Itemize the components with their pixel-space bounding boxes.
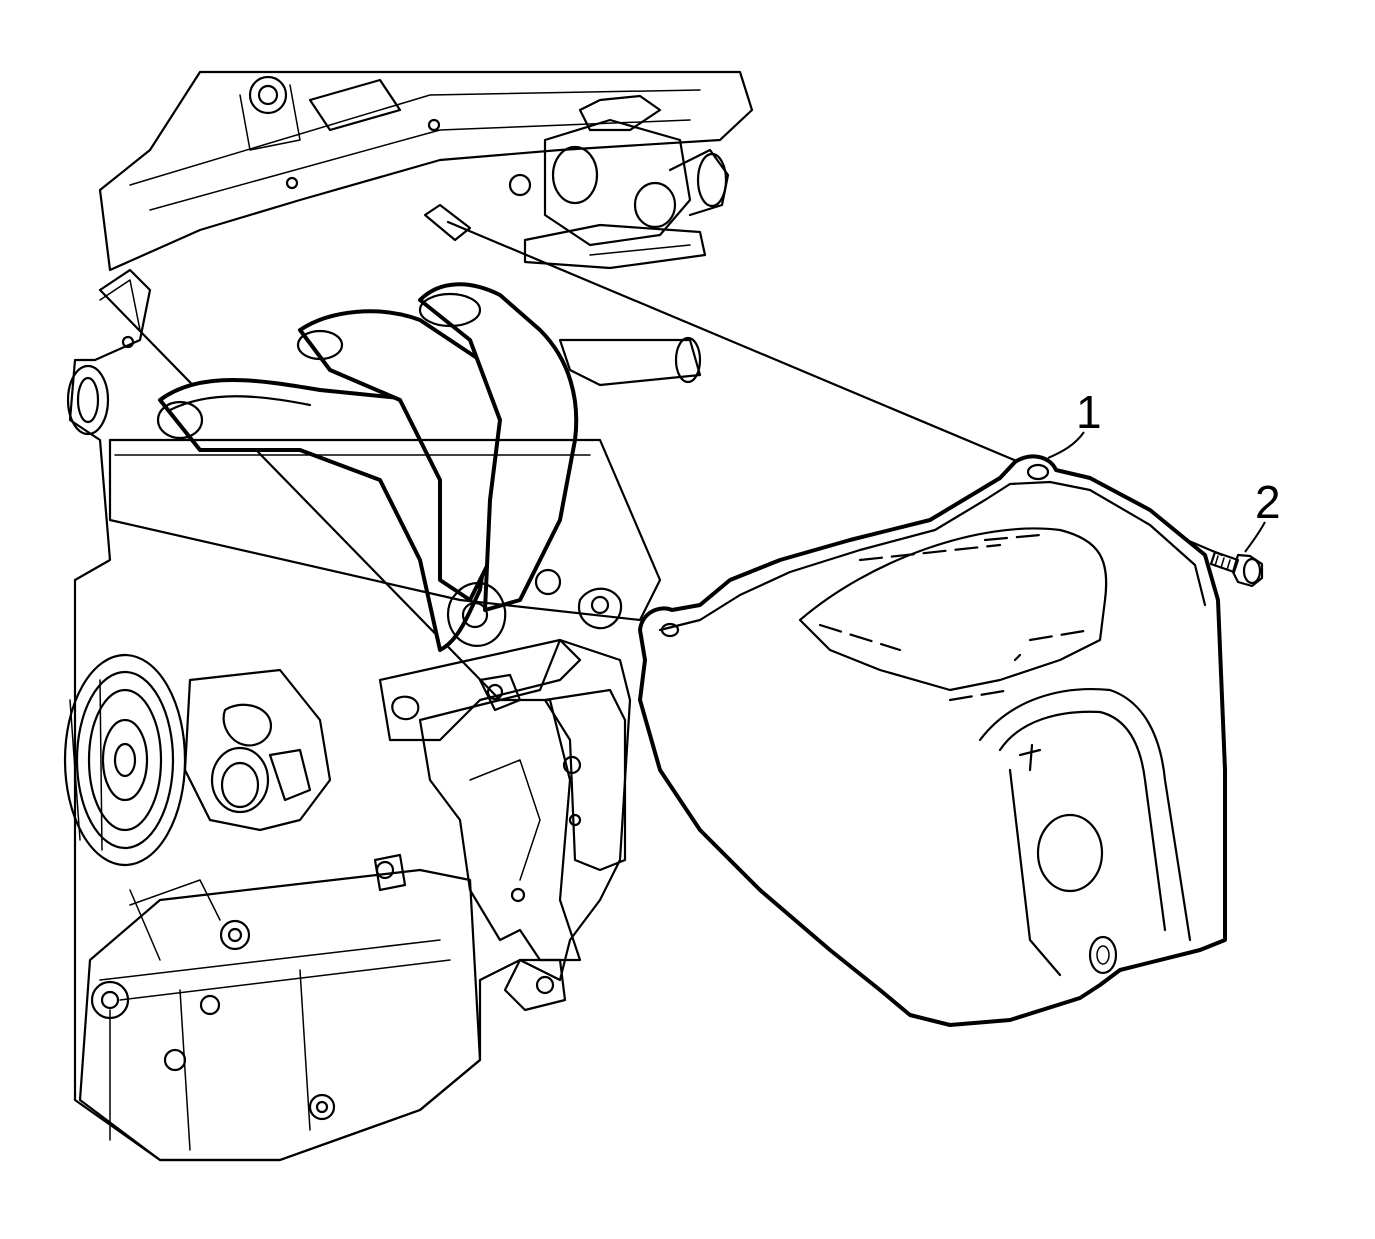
- leader-line-2: [1244, 521, 1266, 553]
- leader-line-1: [1047, 431, 1085, 459]
- heat-shield: [638, 454, 1227, 1027]
- bolt: [1209, 550, 1264, 588]
- callout-label-1: 1: [1076, 386, 1102, 438]
- callout-2: 2: [1244, 476, 1281, 553]
- callout-label-2: 2: [1255, 476, 1281, 528]
- engine-assembly: [63, 70, 754, 1162]
- callout-1: 1: [1047, 386, 1102, 459]
